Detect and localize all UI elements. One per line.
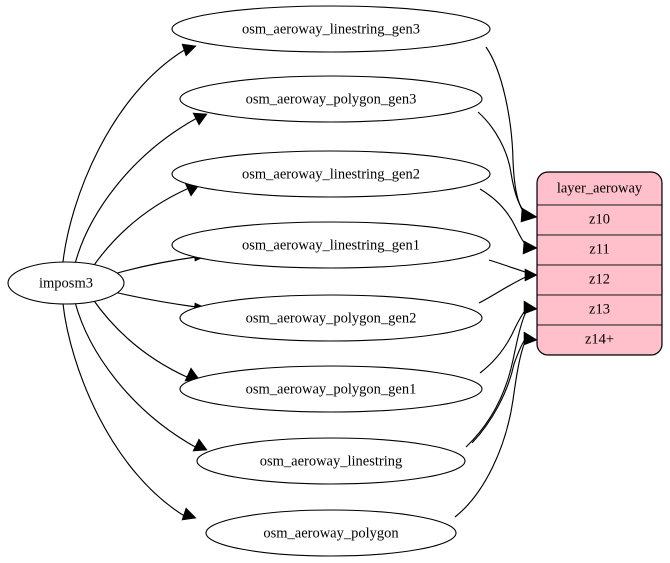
layer-aeroway-row-z12[interactable]	[537, 264, 662, 296]
layer-aeroway-label-z11: z11	[589, 241, 609, 257]
node-imposm3-shape[interactable]	[7, 261, 125, 305]
node-osm-aeroway-linestring-gen1-label: osm_aeroway_linestring_gen1	[242, 237, 420, 253]
arrowhead-polygon-gen3	[192, 112, 208, 126]
node-osm-aeroway-polygon-label: osm_aeroway_polygon	[263, 525, 399, 541]
node-osm-aeroway-linestring-gen3[interactable]: osm_aeroway_linestring_gen3	[171, 5, 491, 53]
arrowhead-z10	[520, 207, 538, 223]
arrowhead-linestring	[192, 438, 208, 452]
node-osm-aeroway-linestring-gen1-shape[interactable]	[171, 221, 491, 269]
arrowhead-linestring-gen3	[181, 43, 197, 57]
layer-aeroway-label-z12: z12	[589, 271, 610, 287]
node-imposm3[interactable]: imposm3	[7, 261, 125, 305]
node-osm-aeroway-linestring-gen2[interactable]: osm_aeroway_linestring_gen2	[171, 150, 491, 198]
edge-polygon-gen2-to-z12	[478, 275, 529, 304]
layer-aeroway-label-z14: z14+	[585, 331, 614, 347]
node-osm-aeroway-polygon-shape[interactable]	[205, 509, 457, 557]
node-osm-aeroway-polygon-gen1-label: osm_aeroway_polygon_gen1	[246, 381, 417, 397]
node-osm-aeroway-linestring-gen1[interactable]: osm_aeroway_linestring_gen1	[171, 221, 491, 269]
node-osm-aeroway-linestring-gen2-label: osm_aeroway_linestring_gen2	[242, 166, 420, 182]
edge-polygon-gen3-to-z10	[477, 111, 527, 215]
node-osm-aeroway-polygon-gen2-shape[interactable]	[179, 294, 483, 342]
arrowhead-z12	[524, 268, 538, 282]
layer-aeroway-row-z14[interactable]	[537, 324, 662, 355]
node-osm-aeroway-linestring-label: osm_aeroway_linestring	[260, 453, 403, 469]
arrowhead-z11	[522, 240, 538, 255]
edge-polygon-gen1-to-z13	[479, 306, 529, 374]
node-osm-aeroway-polygon-gen3-shape[interactable]	[179, 75, 483, 123]
edge-linestring-gen3-to-z10	[485, 46, 526, 215]
edge-imposm3-to-linestring-gen3	[62, 48, 187, 263]
edge-linestring-gen1-to-z12	[488, 259, 529, 274]
node-osm-aeroway-polygon-gen3-label: osm_aeroway_polygon_gen3	[246, 91, 417, 107]
node-osm-aeroway-polygon-gen1[interactable]: osm_aeroway_polygon_gen1	[179, 365, 483, 413]
arrowhead-polygon	[181, 507, 197, 521]
edge-linestring-to-z14	[471, 336, 528, 444]
layer-aeroway-label-z13: z13	[589, 301, 610, 317]
node-osm-aeroway-linestring-gen3-label: osm_aeroway_linestring_gen3	[242, 21, 420, 37]
layer-aeroway-label-z10: z10	[589, 211, 610, 227]
edges-to-layer-aeroway	[454, 46, 538, 518]
node-osm-aeroway-polygon-gen2[interactable]: osm_aeroway_polygon_gen2	[179, 294, 483, 342]
edge-polygon-to-z14	[454, 337, 528, 518]
edge-imposm3-to-linestring	[74, 301, 198, 449]
layer-aeroway-header-cell	[537, 172, 662, 206]
layer-aeroway-table[interactable]: layer_aeroway z10 z11 z12 z13 z14+	[536, 171, 663, 356]
layer-aeroway-header-label: layer_aeroway	[557, 180, 643, 196]
edges-from-imposm3	[62, 43, 209, 521]
edge-imposm3-to-polygon-gen2	[113, 291, 197, 308]
edge-imposm3-to-linestring-gen1	[113, 256, 197, 275]
arrowhead-z13	[523, 300, 538, 315]
arrowhead-z14	[523, 331, 538, 346]
node-osm-aeroway-linestring-gen3-shape[interactable]	[171, 5, 491, 53]
node-osm-aeroway-polygon[interactable]: osm_aeroway_polygon	[205, 509, 457, 557]
layer-aeroway-row-z13[interactable]	[537, 294, 662, 326]
layer-aeroway-table-outline	[536, 171, 663, 356]
node-imposm3-label: imposm3	[39, 275, 93, 291]
node-osm-aeroway-polygon-gen2-label: osm_aeroway_polygon_gen2	[246, 310, 417, 326]
edge-linestring-gen2-to-z11	[479, 188, 528, 247]
node-osm-aeroway-linestring-gen2-shape[interactable]	[171, 150, 491, 198]
node-osm-aeroway-polygon-gen3[interactable]: osm_aeroway_polygon_gen3	[179, 75, 483, 123]
node-osm-aeroway-polygon-gen1-shape[interactable]	[179, 365, 483, 413]
edge-imposm3-to-polygon-gen1	[91, 297, 190, 379]
edge-imposm3-to-polygon	[62, 303, 187, 518]
edge-imposm3-to-linestring-gen2	[91, 187, 190, 269]
node-osm-aeroway-linestring[interactable]: osm_aeroway_linestring	[196, 437, 466, 485]
node-osm-aeroway-linestring-shape[interactable]	[196, 437, 466, 485]
edge-linestring-to-z13	[465, 307, 529, 448]
edge-imposm3-to-polygon-gen3	[74, 117, 198, 265]
